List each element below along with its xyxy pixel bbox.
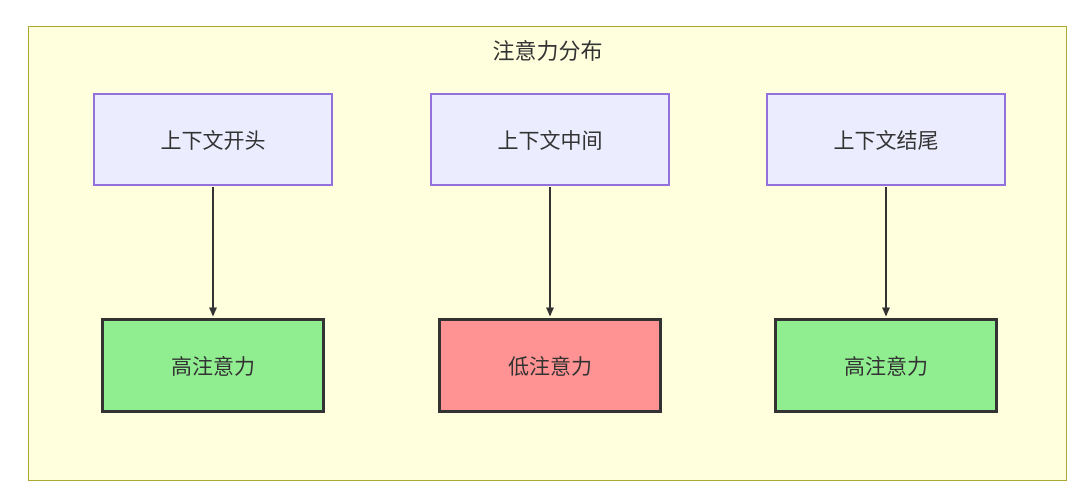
node-context-beginning-label: 上下文开头 [160,129,266,153]
node-context-middle: 上下文中间 [430,93,670,186]
diagram-title: 注意力分布 [492,39,603,64]
node-low-attention-middle: 低注意力 [438,318,662,413]
node-context-beginning: 上下文开头 [93,93,333,186]
node-high-attention-right-label: 高注意力 [844,355,928,379]
node-context-middle-label: 上下文中间 [497,129,603,153]
node-low-attention-middle-label: 低注意力 [508,355,592,379]
node-context-end-label: 上下文结尾 [833,129,939,153]
node-high-attention-left-label: 高注意力 [171,355,255,379]
node-high-attention-left: 高注意力 [101,318,325,413]
node-context-end: 上下文结尾 [766,93,1006,186]
node-high-attention-right: 高注意力 [774,318,998,413]
